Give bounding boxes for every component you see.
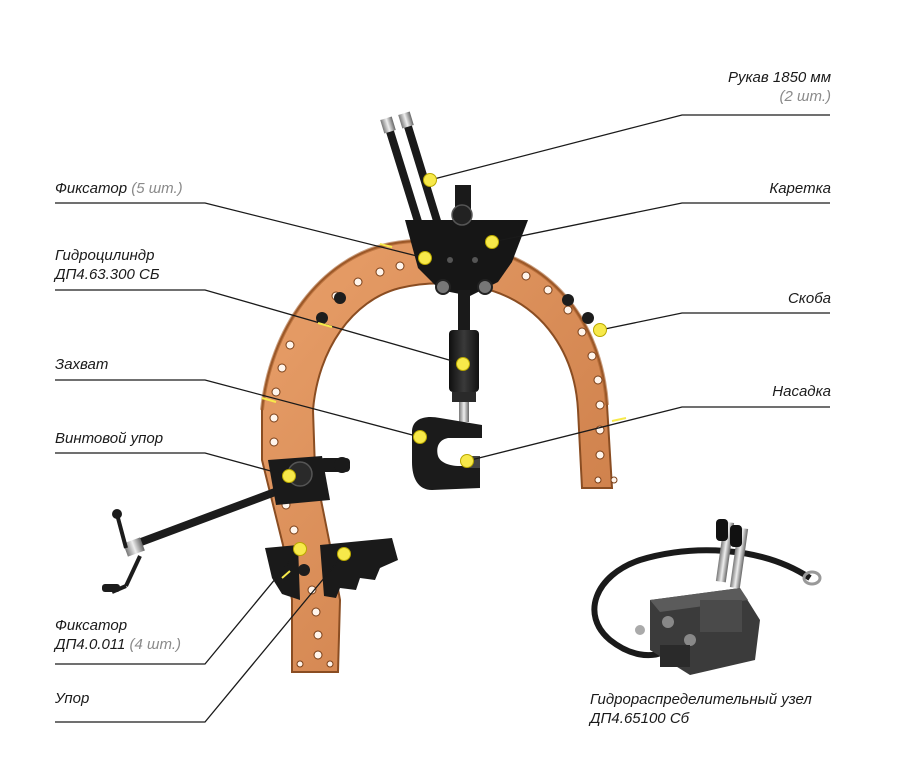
label-rukav-qty: (2 шт.) (779, 88, 831, 105)
marker-nasadka (460, 454, 474, 468)
label-skoba: Скоба (788, 289, 831, 308)
marker-fiksator-top (418, 251, 432, 265)
hose-pipes (380, 111, 442, 232)
marker-zahvat (413, 430, 427, 444)
leader-skoba (599, 312, 830, 331)
marker-vintovoy (282, 469, 296, 483)
label-nasadka: Насадка (772, 382, 831, 401)
bracket-pins (298, 292, 594, 576)
leader-upor (55, 553, 345, 723)
hydraulic-distributor (591, 519, 822, 675)
label-vintovoy-upor-name: Винтовой упор (55, 430, 164, 447)
label-skoba-name: Скоба (787, 290, 831, 307)
label-vintovoy-upor: Винтовой упор (55, 429, 163, 448)
leader-vintovoy (55, 452, 290, 477)
label-upor: Упор (55, 689, 89, 708)
label-gidroraspredelitel-line2: ДП4.65100 Сб (590, 710, 690, 727)
leader-zahvat (55, 379, 421, 438)
label-gidrocilindr-line2: ДП4.63.300 СБ (55, 266, 160, 283)
leader-nasadka (466, 406, 830, 462)
leader-fiksator-top (55, 202, 426, 259)
label-gidroraspredelitel: Гидрораспределительный узел ДП4.65100 Сб (590, 690, 812, 728)
marker-rukav (423, 173, 437, 187)
label-gidrocilindr: Гидроцилиндр ДП4.63.300 СБ (55, 246, 160, 284)
label-fiksator-bottom: Фиксатор ДП4.0.011 (4 шт.) (55, 616, 181, 654)
hydraulic-cylinder (449, 330, 479, 422)
leader-ticks (261, 243, 627, 579)
label-fiksator-bottom-qty: (4 шт.) (129, 636, 181, 653)
screw-stop (102, 456, 350, 594)
label-fiksator-top-qty: (5 шт.) (131, 180, 183, 197)
label-zahvat: Захват (55, 355, 108, 374)
label-gidrocilindr-line1: Гидроцилиндр (55, 247, 155, 264)
bracket-holes (269, 260, 618, 668)
label-upor-name: Упор (55, 690, 90, 707)
leader-fiksator-bottom (55, 548, 301, 665)
label-karetka-name: Каретка (769, 180, 831, 197)
gripper (412, 416, 482, 490)
label-fiksator-top-name: Фиксатор (55, 180, 128, 197)
label-zahvat-name: Захват (55, 356, 109, 373)
label-karetka: Каретка (769, 179, 831, 198)
leader-gidrocilindr (55, 289, 464, 365)
leader-karetka (491, 202, 830, 243)
label-gidroraspredelitel-line1: Гидрораспределительный узел (590, 691, 812, 708)
marker-gidrocilindr (456, 357, 470, 371)
marker-fiksator-bottom (293, 542, 307, 556)
callout-markers (282, 173, 607, 561)
label-fiksator-top: Фиксатор (5 шт.) (55, 179, 183, 198)
label-fiksator-bottom-line2: ДП4.0.011 (55, 636, 126, 653)
marker-karetka (485, 235, 499, 249)
marker-skoba (593, 323, 607, 337)
marker-upor (337, 547, 351, 561)
leader-rukav (429, 114, 830, 181)
label-fiksator-bottom-line1: Фиксатор (55, 617, 128, 634)
leader-lines (55, 114, 830, 723)
label-rukav: Рукав 1850 мм (2 шт.) (728, 68, 831, 106)
label-rukav-name: Рукав 1850 мм (727, 69, 831, 86)
label-nasadka-name: Насадка (772, 383, 831, 400)
